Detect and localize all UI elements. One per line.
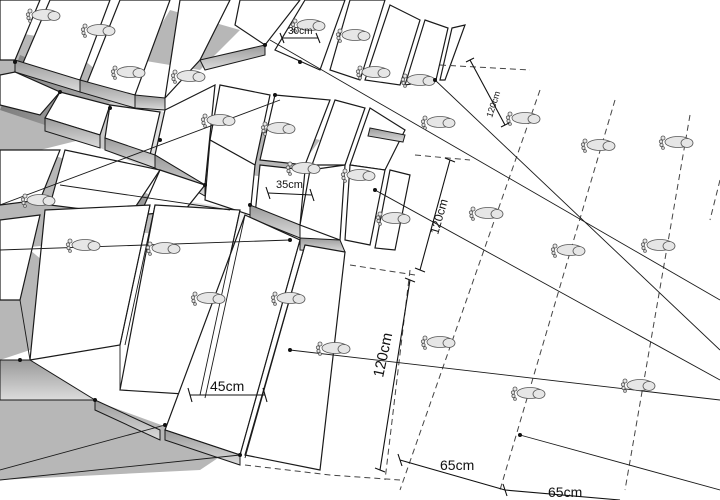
node-marker (248, 203, 252, 207)
node-marker (58, 90, 62, 94)
node-marker (288, 238, 292, 242)
footprint-icon (420, 335, 456, 350)
footprint-icon (510, 386, 546, 401)
node-marker (273, 93, 277, 97)
label-pace-a: 65cm (440, 457, 474, 473)
dimension-tread-mid: 35cm (265, 179, 315, 202)
node-marker (238, 453, 242, 457)
footprint-icon (580, 138, 616, 153)
dimension-pace-a: 65cm (397, 453, 508, 497)
footprint-icon (658, 135, 694, 150)
footprint-icon (420, 115, 456, 130)
footprint-icon (550, 243, 586, 258)
node-marker (433, 78, 437, 82)
node-marker (13, 60, 17, 64)
label-tread-mid: 35cm (276, 179, 303, 191)
label-tread-bottom: 45cm (210, 378, 244, 394)
node-marker (158, 138, 162, 142)
footprint-icon (640, 238, 676, 253)
node-marker (203, 183, 207, 187)
node-marker (373, 188, 377, 192)
node-marker (108, 106, 112, 110)
label-pace-b: 65cm (548, 484, 582, 500)
footprint-icon (620, 378, 656, 393)
label-tread-top: 30cm (288, 26, 312, 37)
node-marker (163, 423, 167, 427)
footprint-icon (340, 168, 376, 183)
upper-steps (0, 0, 466, 253)
dimension-stride-large: 120cm (370, 277, 416, 473)
node-marker (263, 43, 267, 47)
dimension-pace-b: 65cm (504, 484, 621, 500)
label-stride-large: 120cm (370, 331, 396, 379)
node-markers (13, 43, 522, 457)
node-marker (518, 433, 522, 437)
node-marker (18, 358, 22, 362)
dimension-tread-bottom: 45cm (187, 378, 268, 403)
node-marker (298, 60, 302, 64)
footprint-icon (468, 206, 504, 221)
dimension-tread-top: 30cm (279, 26, 321, 44)
node-marker (288, 348, 292, 352)
footprint-icon (505, 111, 541, 126)
node-marker (93, 398, 97, 402)
